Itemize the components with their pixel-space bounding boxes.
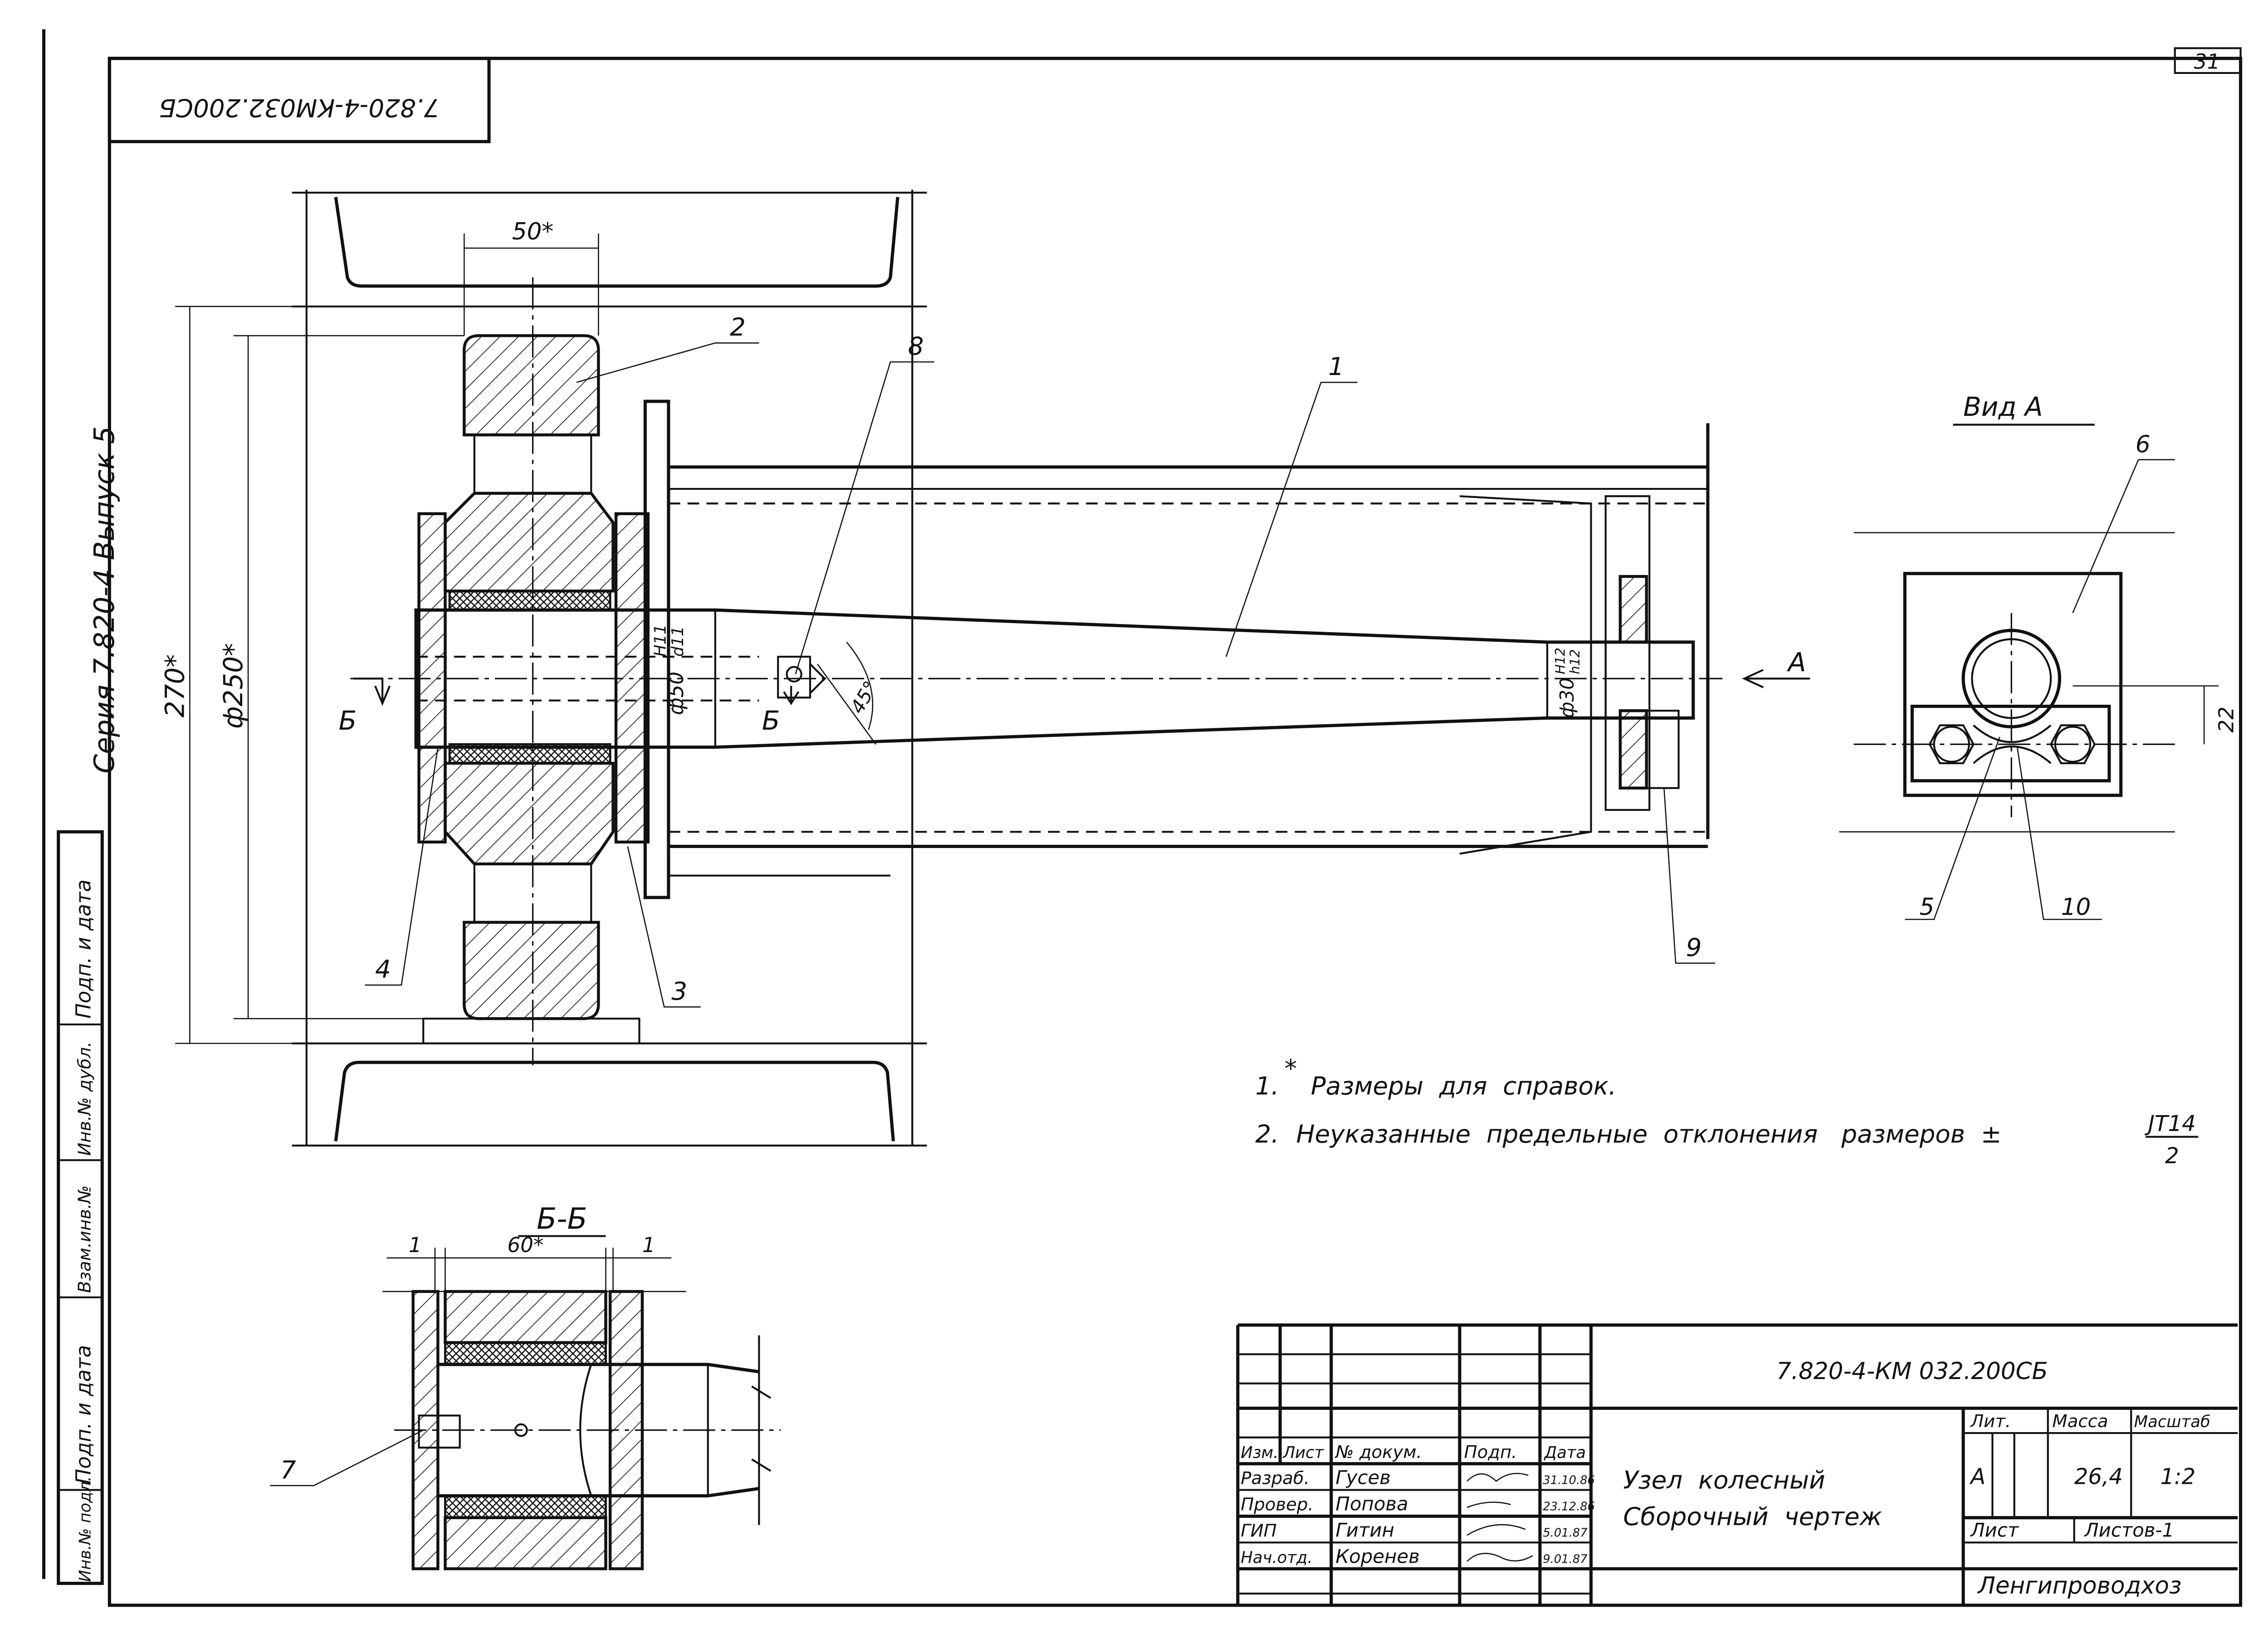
view-arrow-label: А <box>1786 647 1806 678</box>
view-a-title: Вид А <box>1963 391 2043 422</box>
note-2-number: 2. <box>1255 1120 1279 1149</box>
main-view: 270* ф250* 50* ф50 H11 d11 ф30 H12 h12 4… <box>159 190 1810 1147</box>
row-role: Разраб. <box>1241 1468 1310 1489</box>
row-name: Коренев <box>1335 1545 1419 1567</box>
drawing-code: 7.820-4-КМ 032.200СБ <box>1776 1358 2048 1385</box>
row-name: Гитин <box>1335 1519 1394 1541</box>
dim-left: 1 <box>409 1233 422 1257</box>
dim-center: 60* <box>508 1233 544 1257</box>
row-role: Нач.отд. <box>1241 1548 1312 1567</box>
dim-shaft-left: ф50 <box>664 672 688 715</box>
row-date: 31.10.86 <box>1543 1474 1595 1487</box>
margin-field: Инв.№ подл. <box>76 1477 95 1582</box>
lit-value: А <box>1969 1464 1985 1490</box>
callout-10: 10 <box>2061 894 2091 921</box>
section-bb-title: Б-Б <box>537 1202 587 1236</box>
callout-1: 1 <box>1328 352 1344 381</box>
view-a-dim: 22 <box>2214 707 2238 732</box>
mass-label: Масса <box>2052 1411 2108 1432</box>
callout-7: 7 <box>280 1455 296 1484</box>
fit-shaft-right-bottom: h12 <box>1567 649 1583 674</box>
section-mark-left: Б <box>339 705 357 736</box>
sheet-frame: 31 7.820-4-КМ032.200СБ <box>42 29 2243 1607</box>
dim-wheel-diameter: ф250* <box>218 643 249 729</box>
note-2-fraction-top: JT14 <box>2145 1111 2196 1136</box>
dim-overall: 270* <box>159 654 190 717</box>
note-1-text: Размеры для справок. <box>1311 1072 1617 1101</box>
sheet-number: 31 <box>2194 49 2220 73</box>
callout-4: 4 <box>375 955 391 984</box>
note-2-text: Неуказанные предельные отклонения размер… <box>1296 1120 2002 1149</box>
lit-label: Лит. <box>1970 1411 2011 1432</box>
margin-field: Взам.инв.№ <box>75 1185 95 1293</box>
row-name: Гусев <box>1335 1467 1390 1489</box>
sheets-label: Листов-1 <box>2083 1519 2174 1541</box>
fit-shaft-left-bottom: d11 <box>669 626 687 657</box>
row-date: 5.01.87 <box>1543 1526 1588 1540</box>
organization: Ленгипроводхоз <box>1977 1572 2181 1599</box>
section-bb: Б-Б 1 60* 1 7 <box>270 1202 781 1570</box>
margin-field: Инв.№ дубл. <box>75 1042 95 1156</box>
note-2-fraction-bottom: 2 <box>2165 1143 2179 1169</box>
inverted-code: 7.820-4-КМ032.200СБ <box>159 93 440 122</box>
note-1-number: 1. <box>1255 1072 1279 1101</box>
view-a: Вид А 22 6 5 10 <box>1839 391 2238 921</box>
header-doc: № докум. <box>1334 1442 1422 1462</box>
series-label: Серия 7.820-4 Выпуск 5 <box>88 426 121 774</box>
drawing-title-1: Узел колесный <box>1623 1465 1825 1494</box>
row-date: 23.12.86 <box>1543 1500 1595 1514</box>
header-list: Лист <box>1282 1443 1325 1462</box>
drawing-title-2: Сборочный чертеж <box>1623 1502 1882 1531</box>
sheet-label: Лист <box>1970 1519 2019 1541</box>
note-1-star: * <box>1285 1054 1297 1083</box>
row-role: Провер. <box>1241 1495 1313 1515</box>
callout-5: 5 <box>1920 894 1935 921</box>
dim-wheel-width: 50* <box>512 218 553 245</box>
header-izm: Изм. <box>1241 1443 1278 1462</box>
callout-3: 3 <box>671 976 687 1005</box>
callout-8: 8 <box>908 331 924 361</box>
header-date: Дата <box>1544 1443 1586 1462</box>
section-mark-right: Б <box>762 705 780 736</box>
header-sign: Подп. <box>1464 1442 1517 1462</box>
margin-field: Подп. и дата <box>72 879 96 1019</box>
callout-9: 9 <box>1686 933 1702 962</box>
callout-6: 6 <box>2136 431 2151 458</box>
scale-label: Масштаб <box>2134 1413 2210 1431</box>
row-name: Попова <box>1335 1493 1408 1515</box>
fit-shaft-left-top: H11 <box>651 624 670 657</box>
signatures <box>1466 1472 1533 1562</box>
side-margin: Серия 7.820-4 Выпуск 5 Подп. и дата Инв.… <box>57 426 121 1585</box>
row-date: 9.01.87 <box>1543 1552 1588 1566</box>
notes: 1. * Размеры для справок. 2. Неуказанные… <box>1255 1054 2199 1169</box>
fit-shaft-right-top: H12 <box>1553 648 1568 674</box>
dim-shaft-right: ф30 <box>1556 678 1578 718</box>
mass-value: 26,4 <box>2074 1464 2123 1490</box>
scale-value: 1:2 <box>2160 1464 2196 1490</box>
margin-field: Подп. и дата <box>72 1345 96 1484</box>
callout-2: 2 <box>730 312 746 341</box>
row-role: ГИП <box>1241 1521 1276 1541</box>
dim-right: 1 <box>642 1233 655 1257</box>
title-block: 7.820-4-КМ 032.200СБ Узел колесный Сборо… <box>1236 1323 2238 1605</box>
